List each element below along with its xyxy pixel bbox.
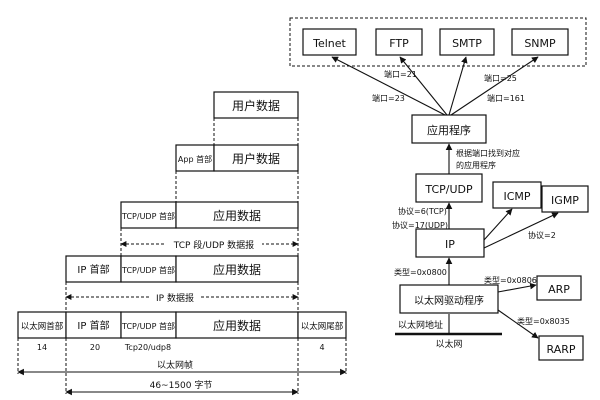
row5-eth-trailer-label: 以太网尾部 [301,321,344,332]
row3-app-data-box [175,201,299,229]
port-snmp-label: 端口=161 [487,93,525,103]
rarp-label: RARP [547,343,576,356]
app-smtp-label: SMTP [452,37,482,50]
arrow-to-snmp [450,56,539,116]
row3-app-data-label: 应用数据 [213,208,261,223]
app-snmp-label: SNMP [524,37,556,50]
row4-tcp-udp-header-label: TCP/UDP 首部 [121,265,175,275]
row5-eth-header-label: 以太网首部 [21,321,64,332]
applications-group [289,17,587,67]
port-smtp-label: 端口=25 [484,73,517,83]
arrow-to-ftp [399,56,448,116]
arrow-ip-to-icmp [483,208,513,241]
row2-user-data-box [213,144,299,172]
app-smtp-box [439,28,495,56]
tcp-udp-segment-label-bg [166,238,262,250]
ip-label: IP [445,238,455,251]
size-eth-header: 14 [37,343,47,352]
row4-tcp-udp-header-box [120,255,177,283]
port-ftp-label: 端口=21 [384,69,417,79]
type-arp-label: 类型=0x0806 [484,275,537,285]
size-eth-trailer: 4 [319,343,324,352]
type-rarp-label: 类型=0x8035 [517,316,570,326]
row5-tcp-udp-header-label: TCP/UDP 首部 [121,321,175,331]
row5-tcp-udp-header-box [120,311,177,339]
row5-eth-trailer-box [297,311,347,339]
icmp-label: ICMP [503,190,530,203]
eth-address-label: 以太网地址 [398,319,443,331]
arp-label: ARP [548,283,570,296]
port-telnet-label: 端口=23 [372,93,405,103]
arrow-ip-to-igmp [483,212,559,249]
size-ip-header: 20 [90,343,100,352]
row4-ip-header-box [65,255,122,283]
application-label: 应用程序 [427,123,471,137]
proto-udp-label: 协议=17(UDP) [392,220,448,230]
demux-note-line1: 根据端口找到对应 [456,148,520,158]
type-ip-label: 类型=0x0800 [394,267,447,277]
row5-ip-header-label: IP 首部 [77,319,109,332]
row4-app-data-box [175,255,299,283]
application-box [411,114,487,144]
tcp-udp-label: TCP/UDP [424,183,473,196]
row3-tcp-udp-header-label: TCP/UDP 首部 [121,211,175,221]
igmp-box [541,185,589,213]
tcp-udp-box [415,173,483,203]
app-telnet-box [302,28,357,56]
icmp-box [492,181,542,209]
arp-box [536,275,582,301]
igmp-label: IGMP [551,194,579,207]
row1-user-data-box [213,91,299,119]
app-telnet-label: Telnet [312,37,346,50]
ip-box [415,228,485,258]
arrow-driver-to-arp [497,282,537,293]
demultiplexing-stack: Telnet FTP SMTP SNMP 端口=21 端口=25 端口=23 端… [289,17,589,361]
ip-datagram-label: IP 数据报 [156,292,194,304]
ethernet-label: 以太网 [435,338,462,350]
row4-app-data-label: 应用数据 [213,262,261,277]
arrow-driver-to-rarp [497,309,539,339]
row2-user-data-label: 用户数据 [232,151,280,166]
arrow-to-smtp [448,56,468,116]
row2-app-header-label: App 首部 [178,154,212,164]
arrow-to-telnet [331,56,446,116]
row5-app-data-box [175,311,299,339]
row1-user-data-label: 用户数据 [232,98,280,113]
tcp-udp-segment-label: TCP 段/UDP 数据报 [173,239,254,251]
size-tcp-udp: Tcp20/udp8 [124,343,171,352]
proto-igmp-label: 协议=2 [528,230,556,240]
demux-note-line2: 的应用程序 [456,160,496,170]
app-snmp-box [511,28,569,56]
payload-range-label: 46~1500 字节 [150,379,213,391]
ip-datagram-label-bg [150,291,200,303]
ethernet-frame-label: 以太网帧 [157,359,193,371]
app-ftp-label: FTP [389,37,409,50]
row5-app-data-label: 应用数据 [213,318,261,333]
ethernet-driver-label: 以太网驱动程序 [414,294,484,307]
row2-app-header-box [175,144,215,172]
rarp-box [538,335,584,361]
row5-ip-header-box [65,311,122,339]
row4-ip-header-label: IP 首部 [77,263,109,276]
proto-tcp-label: 协议=6(TCP) [398,206,447,216]
encapsulation-stack: 用户数据 App 首部 用户数据 TCP/UDP 首部 应用数据 TCP 段/U… [17,91,347,396]
app-ftp-box [375,28,423,56]
ethernet-driver-box [399,284,499,314]
